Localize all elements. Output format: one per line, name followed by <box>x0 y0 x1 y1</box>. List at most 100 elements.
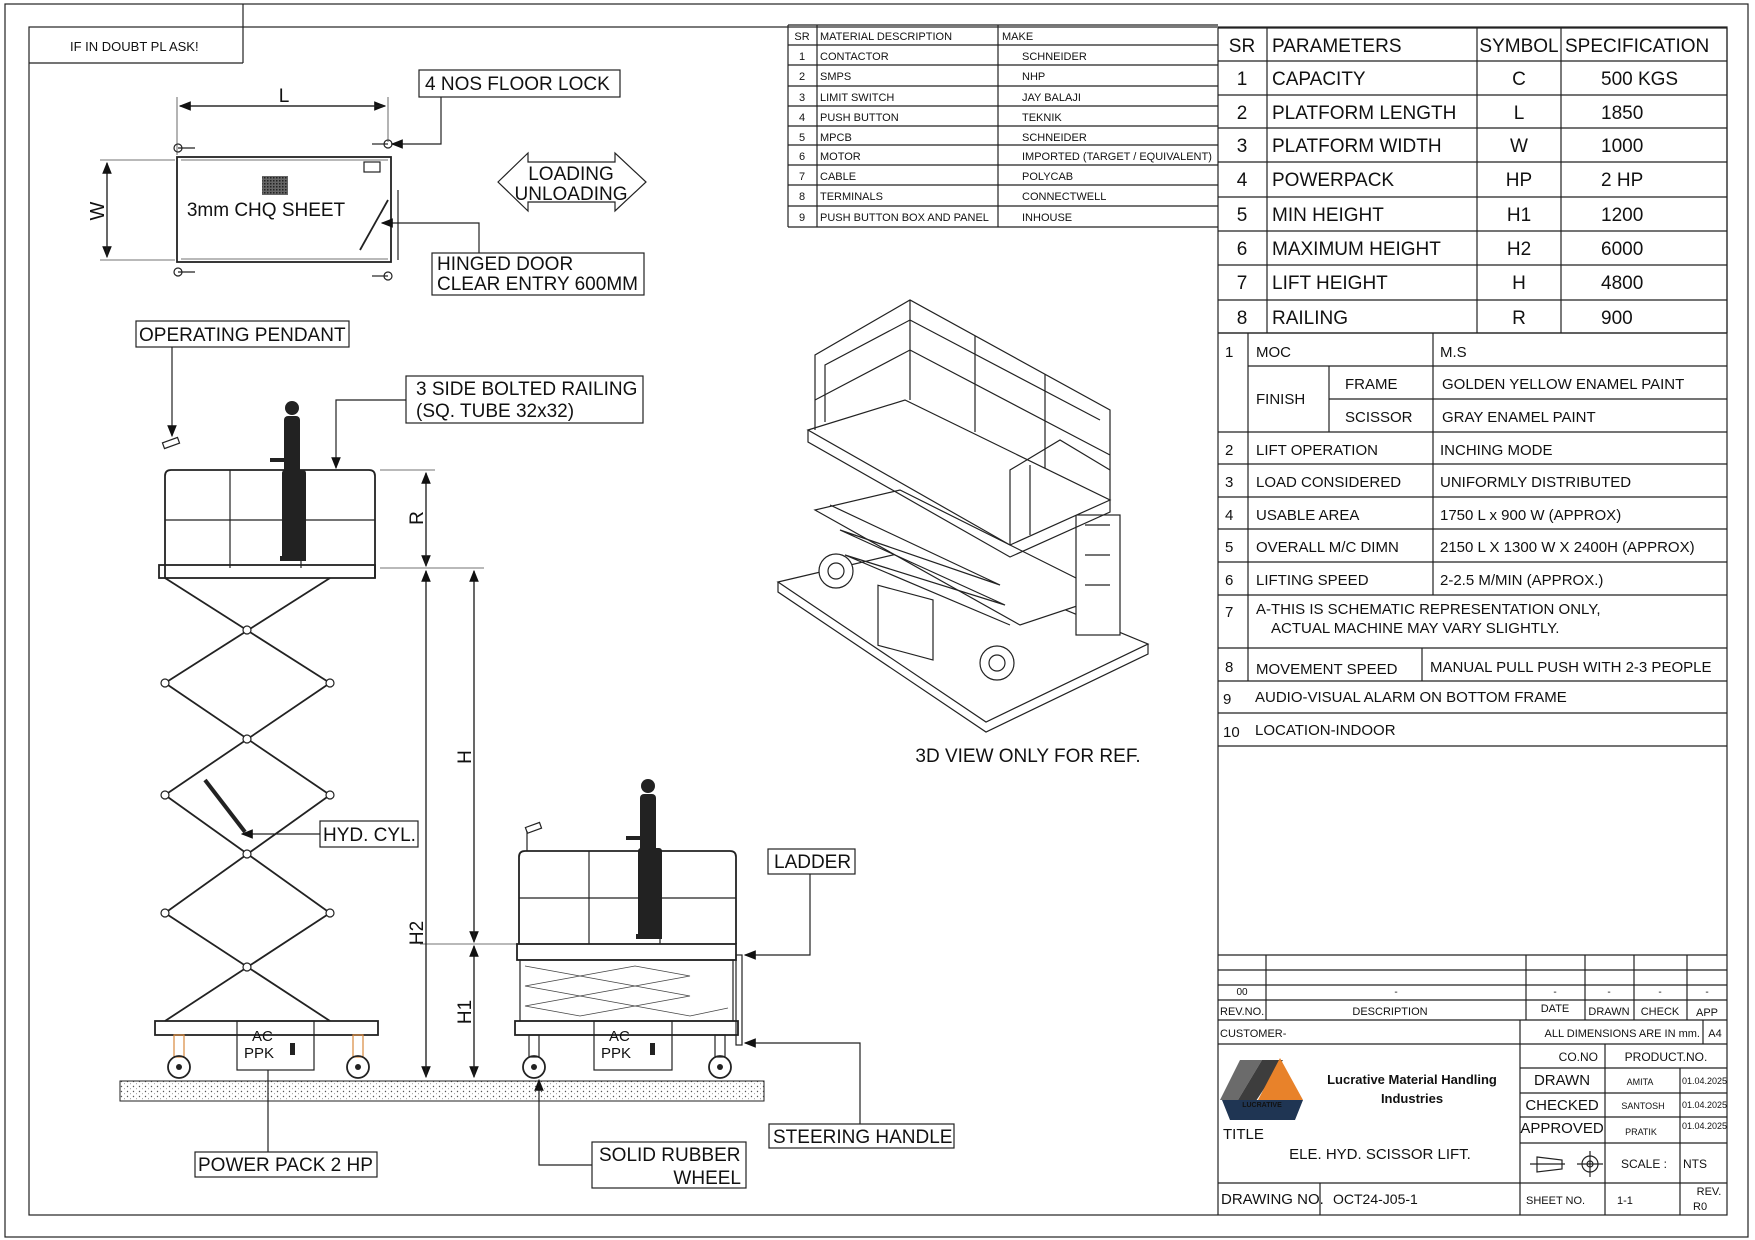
doubt-note: IF IN DOUBT PL ASK! <box>70 39 199 54</box>
ac-label: AC <box>252 1028 273 1045</box>
company-name-1: Lucrative Material Handling <box>1327 1072 1497 1087</box>
material-make: TEKNIK <box>1022 112 1062 124</box>
spec-value: UNIFORMLY DISTRIBUTED <box>1440 474 1631 491</box>
isometric-3d-view <box>776 299 1150 733</box>
app-header: APP <box>1696 1007 1718 1019</box>
customer-label: CUSTOMER- <box>1220 1028 1287 1040</box>
spec-no: 8 <box>1225 659 1233 676</box>
spec-location: LOCATION-INDOOR <box>1255 722 1396 739</box>
spec-no: 2 <box>1225 442 1233 459</box>
param-sr: 4 <box>1237 170 1248 191</box>
param-symbol: H1 <box>1507 205 1531 226</box>
material-make: SCHNEIDER <box>1022 51 1087 63</box>
spec-value-movement: MANUAL PULL PUSH WITH 2-3 PEOPLE <box>1430 659 1711 676</box>
material-make: SCHNEIDER <box>1022 132 1087 144</box>
drawn-label: DRAWN <box>1534 1072 1590 1089</box>
spec-no: 7 <box>1225 604 1233 621</box>
material-make: NHP <box>1022 71 1045 83</box>
checker-sheet-hatch <box>262 176 288 195</box>
dim-h2-label: H2 <box>407 921 428 945</box>
spec-label: OVERALL M/C DIMN <box>1256 539 1399 556</box>
material-sr: 2 <box>799 71 805 83</box>
material-description: PUSH BUTTON BOX AND PANEL <box>820 212 989 224</box>
ground-hatch <box>119 1080 765 1102</box>
material-make: POLYCAB <box>1022 171 1073 183</box>
title-label: TITLE <box>1223 1126 1264 1143</box>
scale-value: NTS <box>1683 1157 1707 1171</box>
material-sr: 4 <box>799 112 805 124</box>
material-header: MATERIAL DESCRIPTION <box>820 31 952 43</box>
material-description: LIMIT SWITCH <box>820 92 894 104</box>
spec-label: USABLE AREA <box>1256 507 1359 524</box>
lowered-lift-elevation <box>514 779 743 1079</box>
spec-value-moc: M.S <box>1440 344 1467 361</box>
param-name: PLATFORM WIDTH <box>1272 136 1442 157</box>
param-name: PLATFORM LENGTH <box>1272 103 1456 124</box>
param-sr: 7 <box>1237 273 1248 294</box>
material-table-grid <box>787 24 1218 228</box>
material-make: IMPORTED (TARGET / EQUIVALENT) <box>1022 151 1212 163</box>
spec-alarm: AUDIO-VISUAL ALARM ON BOTTOM FRAME <box>1255 689 1567 706</box>
parameter-header: PARAMETERS <box>1272 36 1402 57</box>
material-header: MAKE <box>1002 31 1033 43</box>
logo-text: LUCRATIVE <box>1242 1102 1282 1109</box>
hinged-door-label-1: HINGED DOOR <box>437 254 573 275</box>
material-make: INHOUSE <box>1022 212 1072 224</box>
spec-label: LOAD CONSIDERED <box>1256 474 1401 491</box>
rev-date-value: - <box>1553 987 1556 998</box>
operating-pendant-callout <box>135 320 350 438</box>
sheet-frame <box>4 3 1749 1238</box>
drawn-header: DRAWN <box>1588 1006 1629 1018</box>
param-symbol: H2 <box>1507 239 1531 260</box>
spec-no: 6 <box>1225 572 1233 589</box>
param-sr: 2 <box>1237 103 1248 124</box>
material-sr: 5 <box>799 132 805 144</box>
plan-view <box>100 97 399 281</box>
dim-w-label: W <box>87 201 109 220</box>
param-sr: 5 <box>1237 205 1248 226</box>
ladder-label: LADDER <box>774 852 851 873</box>
spec-label-scissor: SCISSOR <box>1345 409 1413 426</box>
hinged-door-callout <box>380 218 645 296</box>
material-description: MPCB <box>820 132 852 144</box>
material-description: TERMINALS <box>820 191 883 203</box>
param-spec: 1000 <box>1601 136 1643 157</box>
drawing-no: OCT24-J05-1 <box>1333 1191 1418 1207</box>
height-dimensions <box>380 469 520 1079</box>
spec-value-scissor: GRAY ENAMEL PAINT <box>1442 409 1596 426</box>
approved-date: 01.04.2025 <box>1682 1121 1727 1131</box>
scale-label: SCALE : <box>1621 1157 1667 1171</box>
floor-lock-callout <box>390 69 621 149</box>
hyd-cyl-callout <box>240 820 419 848</box>
material-description: MOTOR <box>820 151 861 163</box>
railing-callout <box>331 375 644 470</box>
material-make: CONNECTWELL <box>1022 191 1106 203</box>
dim-h1-label: H1 <box>455 1000 476 1024</box>
checked-date: 01.04.2025 <box>1682 1100 1727 1110</box>
check-header: CHECK <box>1641 1006 1680 1018</box>
loading-arrow-icon <box>497 151 647 213</box>
loading-label: LOADING <box>528 164 614 185</box>
param-sr: 3 <box>1237 136 1248 157</box>
material-header: SR <box>794 31 809 43</box>
unloading-label: UNLOADING <box>515 184 628 205</box>
spec-no: 10 <box>1223 724 1240 741</box>
title-block-grid <box>1218 954 1727 1215</box>
param-name: MIN HEIGHT <box>1272 205 1384 226</box>
operator-figure <box>626 779 662 939</box>
spec-value: 1750 L x 900 W (APPROX) <box>1440 507 1621 524</box>
checked-by: SANTOSH <box>1621 1101 1664 1111</box>
param-sr: 1 <box>1237 69 1248 90</box>
rev-app-value: - <box>1705 987 1708 998</box>
param-name: CAPACITY <box>1272 69 1366 90</box>
3d-view-label: 3D VIEW ONLY FOR REF. <box>915 746 1140 767</box>
rev-no-header: REV.NO. <box>1220 1006 1264 1018</box>
parameter-header: SYMBOL <box>1479 36 1558 57</box>
rev-value: R0 <box>1693 1201 1707 1213</box>
projection-symbol-icon <box>1530 1151 1603 1177</box>
material-sr: 3 <box>799 92 805 104</box>
param-sr: 6 <box>1237 239 1248 260</box>
param-spec: 2 HP <box>1601 170 1643 191</box>
spec-value-frame: GOLDEN YELLOW ENAMEL PAINT <box>1442 376 1684 393</box>
sheet-no-label: SHEET NO. <box>1526 1195 1585 1207</box>
